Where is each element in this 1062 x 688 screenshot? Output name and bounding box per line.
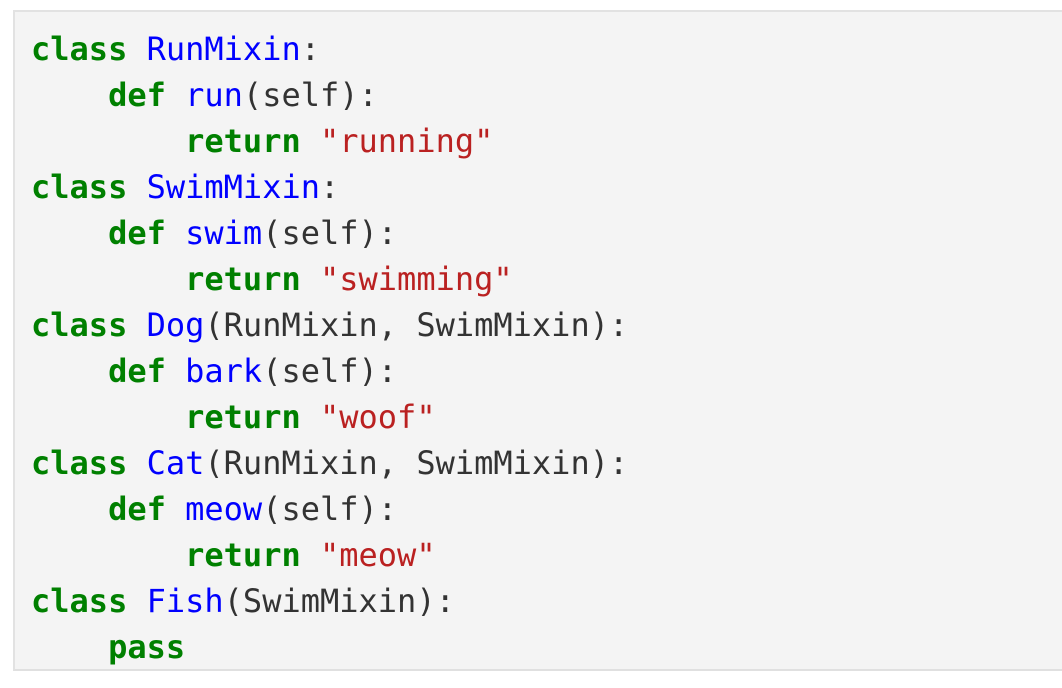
code-token	[31, 536, 185, 574]
code-line: return "woof"	[31, 394, 1062, 440]
code-content[interactable]: class RunMixin: def run(self): return "r…	[15, 12, 1062, 669]
code-token: return	[185, 398, 301, 436]
code-token: (self):	[262, 352, 398, 390]
code-token	[301, 398, 320, 436]
code-token: return	[185, 260, 301, 298]
code-line: class Fish(SwimMixin):	[31, 578, 1062, 624]
code-token: "swimming"	[319, 260, 513, 298]
code-token: "meow"	[319, 536, 436, 574]
code-token: SwimMixin	[146, 168, 320, 206]
code-token: class	[31, 168, 128, 206]
code-token: swim	[185, 214, 263, 252]
code-token	[31, 122, 185, 160]
code-token	[31, 76, 108, 114]
code-token	[301, 122, 320, 160]
code-line: def bark(self):	[31, 348, 1062, 394]
code-token	[31, 214, 108, 252]
code-token: Dog	[146, 306, 205, 344]
code-token	[31, 398, 185, 436]
code-block: class RunMixin: def run(self): return "r…	[13, 10, 1062, 671]
code-line: return "swimming"	[31, 256, 1062, 302]
code-token: (RunMixin, SwimMixin):	[204, 306, 629, 344]
code-token	[166, 352, 185, 390]
code-token	[166, 76, 185, 114]
code-token: :	[300, 30, 320, 68]
code-token: :	[319, 168, 340, 206]
code-token: pass	[108, 628, 186, 666]
code-token: (self):	[242, 76, 378, 114]
code-token: "woof"	[319, 398, 436, 436]
code-line: def meow(self):	[31, 486, 1062, 532]
code-token	[166, 490, 185, 528]
code-token: class	[31, 444, 128, 482]
code-token: class	[31, 30, 128, 68]
code-token: (self):	[262, 490, 398, 528]
code-token	[127, 306, 146, 344]
code-token: class	[31, 306, 128, 344]
code-token: def	[108, 214, 166, 252]
code-token	[127, 444, 146, 482]
code-token: def	[108, 76, 166, 114]
code-token: def	[108, 490, 166, 528]
code-token	[166, 214, 185, 252]
code-token	[127, 582, 146, 620]
code-token	[301, 260, 320, 298]
code-token	[31, 260, 185, 298]
code-token: (SwimMixin):	[223, 582, 455, 620]
code-token: meow	[185, 490, 263, 528]
code-token: return	[185, 536, 301, 574]
code-token: run	[185, 76, 243, 114]
code-line: return "running"	[31, 118, 1062, 164]
code-line: return "meow"	[31, 532, 1062, 578]
code-token: bark	[185, 352, 263, 390]
code-token: def	[108, 352, 166, 390]
code-token: Fish	[146, 582, 224, 620]
code-token: return	[185, 122, 301, 160]
code-token	[31, 490, 108, 528]
code-token: RunMixin	[146, 30, 301, 68]
code-token: "running"	[319, 122, 494, 160]
code-token: (RunMixin, SwimMixin):	[204, 444, 629, 482]
code-line: class RunMixin:	[31, 26, 1062, 72]
code-token	[31, 628, 108, 666]
code-line: pass	[31, 624, 1062, 669]
code-token	[127, 30, 146, 68]
code-token: Cat	[146, 444, 205, 482]
code-token: class	[31, 582, 128, 620]
code-line: class Cat(RunMixin, SwimMixin):	[31, 440, 1062, 486]
code-token	[127, 168, 146, 206]
code-token	[31, 352, 108, 390]
code-line: class SwimMixin:	[31, 164, 1062, 210]
code-line: class Dog(RunMixin, SwimMixin):	[31, 302, 1062, 348]
code-line: def swim(self):	[31, 210, 1062, 256]
code-token: (self):	[262, 214, 398, 252]
code-token	[301, 536, 320, 574]
code-line: def run(self):	[31, 72, 1062, 118]
